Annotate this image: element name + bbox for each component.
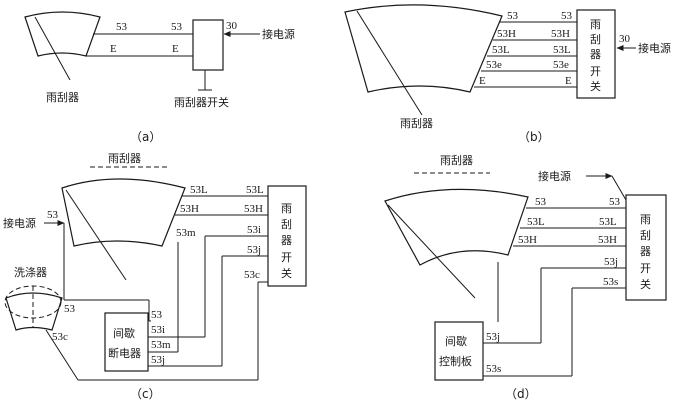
caption-a: （a）: [130, 130, 161, 144]
wiper-motor-sector: [384, 188, 529, 266]
relay-box: [104, 312, 149, 372]
switch-label-char: 雨: [590, 18, 601, 31]
wire-label: 53j: [486, 331, 500, 343]
switch-label-char: 器: [590, 48, 601, 61]
switch-label-char: 器: [640, 245, 651, 258]
power-label: 接电源: [262, 27, 295, 41]
wire-label: 53e: [486, 59, 502, 71]
wire-label: 53: [47, 209, 59, 221]
washer-label: 洗涤器: [14, 265, 47, 279]
wire-label: 53H: [497, 28, 516, 40]
caption-d: （d）: [505, 387, 537, 401]
switch-label-char: 开: [590, 65, 601, 78]
wire-label: 53H: [551, 28, 570, 40]
wiper-label: 雨刮器: [440, 153, 473, 167]
wiper-switch-box: [576, 9, 616, 99]
caption-c: （c）: [130, 387, 161, 401]
wiper-arm: [387, 204, 476, 299]
wire-label: 53: [64, 303, 76, 315]
wiper-label: 雨刮器: [46, 90, 79, 104]
control-board-box: [434, 321, 484, 381]
wire-label: 53H: [244, 203, 263, 215]
wire: [611, 175, 627, 201]
wiper-motor-sector: [344, 4, 503, 93]
wire-label: 53L: [492, 44, 510, 56]
wire-label: 53: [151, 309, 163, 321]
wire-label: 53i: [247, 224, 261, 236]
wire-label: 53e: [553, 59, 569, 71]
panel-c: 雨刮器 53L 53L 53H 53H 53m 雨 刮 器 开 关 接电源 53…: [3, 151, 307, 401]
wire-label: 53: [116, 21, 128, 33]
wire-label: 53j: [247, 244, 261, 256]
power-label: 接电源: [638, 41, 671, 55]
relay-label-line2: 断电器: [108, 346, 141, 360]
wire-label: 53s: [603, 276, 618, 288]
wiper-switch-box: [192, 19, 224, 71]
wire-label: 53L: [553, 44, 571, 56]
wiper-arm: [34, 16, 71, 81]
wire-label: 53i: [151, 324, 165, 336]
wiper-label: 雨刮器: [108, 151, 141, 165]
switch-label-char: 开: [640, 262, 651, 275]
wiper-switch-box: [267, 185, 307, 287]
wiper-arm: [356, 10, 423, 116]
wire: [45, 329, 79, 381]
wiper-motor-sector: [24, 11, 101, 57]
wire-label: 53: [609, 196, 621, 208]
wire-label: 53H: [518, 234, 537, 246]
panel-a: 雨刮器 53 53 E E 30 接电源 雨刮器开关 （a）: [24, 11, 295, 144]
switch-label-char: 开: [281, 251, 292, 264]
pin-30-label: 30: [226, 20, 238, 32]
wire-label: 53: [171, 21, 183, 33]
wire-label: 53c: [52, 331, 68, 343]
switch-label-char: 刮: [590, 32, 601, 46]
board-label-line1: 间歇: [445, 335, 467, 348]
wire-label: 53: [535, 196, 547, 208]
wiper-arm: [65, 189, 127, 281]
wire-label: 53j: [151, 354, 165, 366]
wire-label: 53H: [598, 234, 617, 246]
wire-label: 53j: [604, 256, 618, 268]
wire-group: [474, 21, 577, 88]
wire-label: 53L: [599, 216, 617, 228]
switch-label-char: 刮: [640, 228, 651, 242]
power-label: 接电源: [3, 216, 36, 230]
power-label: 接电源: [538, 169, 571, 183]
wire-label: E: [479, 75, 486, 87]
switch-label-char: 关: [281, 266, 292, 280]
pin-30-label: 30: [619, 33, 631, 45]
wire-label: 53: [561, 10, 573, 22]
switch-label-char: 雨: [640, 213, 651, 226]
wire-label: 53m: [151, 339, 171, 351]
switch-label-char: 器: [281, 234, 292, 247]
switch-label-char: 刮: [281, 217, 292, 231]
wire-label: E: [172, 43, 179, 55]
switch-label-char: 关: [640, 277, 651, 291]
wire-label: E: [565, 75, 572, 87]
panel-d: 雨刮器 53 53 53L 53L 53H 53H 雨 刮 器 开 关 接电源 …: [384, 153, 667, 401]
relay-label-line1: 间歇: [113, 327, 135, 340]
washer-sector: [5, 292, 63, 331]
wiper-switch-box: [625, 194, 667, 301]
switch-label-char: 关: [590, 79, 601, 93]
switch-label: 雨刮器开关: [174, 95, 229, 109]
caption-b: （b）: [518, 130, 550, 144]
wire-label: 53c: [244, 269, 260, 281]
wire-label: 53L: [527, 216, 545, 228]
wire-label: 53s: [486, 363, 501, 375]
board-label-line2: 控制板: [439, 354, 472, 368]
wire-label: 53L: [246, 184, 264, 196]
wire-label: E: [110, 43, 117, 55]
panel-b: 雨刮器 53 53 53H 53H 53L 53L 53e 53e E E 雨 …: [344, 4, 671, 144]
wiper-label: 雨刮器: [400, 116, 433, 130]
wire-label: 53H: [180, 203, 199, 215]
wire-label: 53: [507, 10, 519, 22]
wire-label: 53L: [190, 184, 208, 196]
wire-label: 53m: [176, 227, 196, 239]
switch-label-char: 雨: [281, 202, 292, 215]
